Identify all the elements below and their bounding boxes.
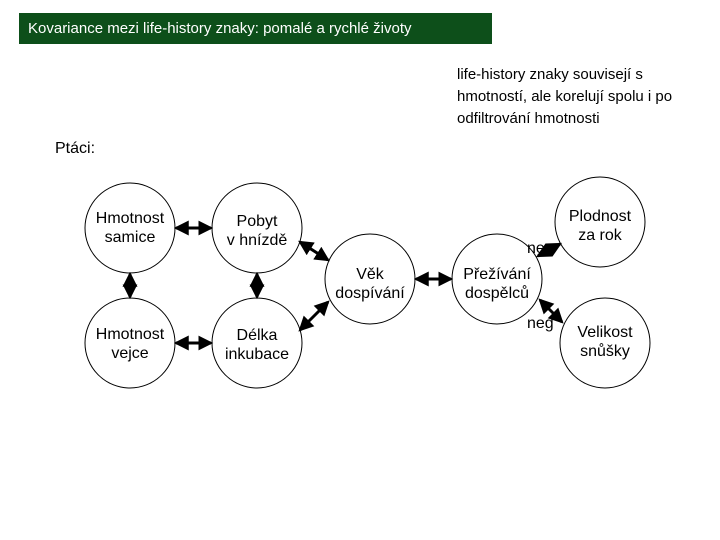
label-preziti-dospelcu: Přežívání dospělců xyxy=(463,266,531,302)
edge-preziti-velikost xyxy=(538,298,564,324)
edge-label-neg-velikost: neg xyxy=(527,315,554,332)
note-text: life-history znaky souvisejí s hmotností… xyxy=(457,66,673,127)
label-pobyt-v-hnizde: Pobyt v hnízdě xyxy=(226,213,288,249)
label-hmotnost-vejce: Hmotnost vejce xyxy=(95,326,165,362)
label-vek-dospivani: Věk dospívání xyxy=(335,266,405,302)
node-plodnost-za-rok xyxy=(554,176,646,268)
section-label: Ptáci: xyxy=(55,140,96,157)
slide-title: Kovariance mezi life-history znaky: poma… xyxy=(19,13,492,44)
edge-preziti-plodnost xyxy=(536,242,562,258)
label-hmotnost-samice: Hmotnost samice xyxy=(95,210,165,246)
label-delka-inkubace: Délka inkubace xyxy=(224,327,290,363)
edge-label-neg-plodnost: neg xyxy=(527,240,554,257)
label-velikost-snusky: Velikost snůšky xyxy=(577,324,633,360)
edge-pobyt-vek xyxy=(298,240,330,262)
label-plodnost-za-rok: Plodnost za rok xyxy=(568,208,632,244)
edge-inkubace-vek xyxy=(298,300,330,332)
node-velikost-snusky xyxy=(559,297,651,389)
